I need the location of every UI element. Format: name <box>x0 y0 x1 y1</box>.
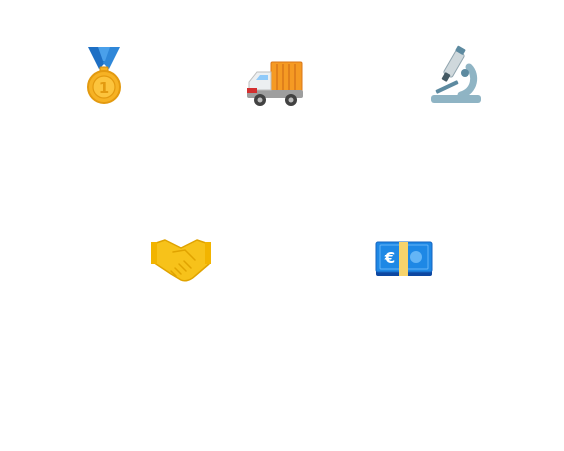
svg-text:1: 1 <box>99 79 109 97</box>
banknote-euro-icon: € <box>374 230 434 290</box>
handshake-icon <box>151 230 211 290</box>
first-place-medal-icon: 1 <box>74 45 134 105</box>
euro-symbol: € <box>384 249 395 267</box>
microscope-icon <box>425 45 485 105</box>
delivery-truck-icon <box>245 58 305 118</box>
